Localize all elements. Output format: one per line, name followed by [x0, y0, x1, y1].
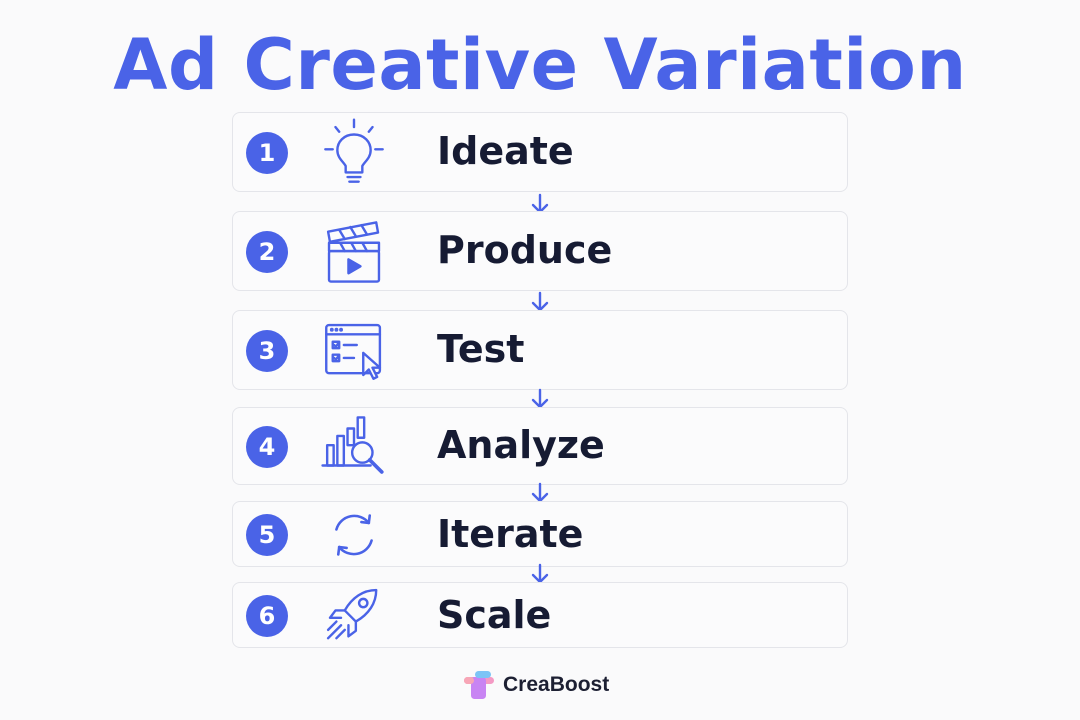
step-label: Test — [437, 327, 525, 371]
bar-chart-magnifier-icon — [317, 410, 391, 484]
step-number-badge: 3 — [246, 330, 288, 372]
clapperboard-icon — [317, 215, 391, 289]
step-number-badge: 4 — [246, 426, 288, 468]
step-card-scale: 6 Scale — [232, 582, 848, 648]
step-label: Scale — [437, 593, 552, 637]
step-card-iterate: 5 Iterate — [232, 501, 848, 567]
step-label: Produce — [437, 228, 613, 272]
step-label: Iterate — [437, 512, 584, 556]
page-title: Ad Creative Variation — [113, 24, 967, 106]
creaboost-logo — [462, 668, 496, 702]
step-card-analyze: 4 Analyze — [232, 407, 848, 485]
step-card-ideate: 1 Ideate — [232, 112, 848, 192]
rocket-icon — [317, 579, 391, 653]
refresh-cycle-icon — [317, 498, 391, 572]
browser-checklist-cursor-icon — [317, 314, 391, 388]
step-card-test: 3 Test — [232, 310, 848, 390]
step-card-produce: 2 Produce — [232, 211, 848, 291]
step-label: Analyze — [437, 423, 605, 467]
lightbulb-icon — [317, 116, 391, 190]
step-label: Ideate — [437, 129, 574, 173]
brand: CreaBoost — [462, 668, 609, 702]
step-number-badge: 1 — [246, 132, 288, 174]
step-number-badge: 6 — [246, 595, 288, 637]
brand-name: CreaBoost — [503, 673, 610, 696]
step-number-badge: 2 — [246, 231, 288, 273]
step-number-badge: 5 — [246, 514, 288, 556]
